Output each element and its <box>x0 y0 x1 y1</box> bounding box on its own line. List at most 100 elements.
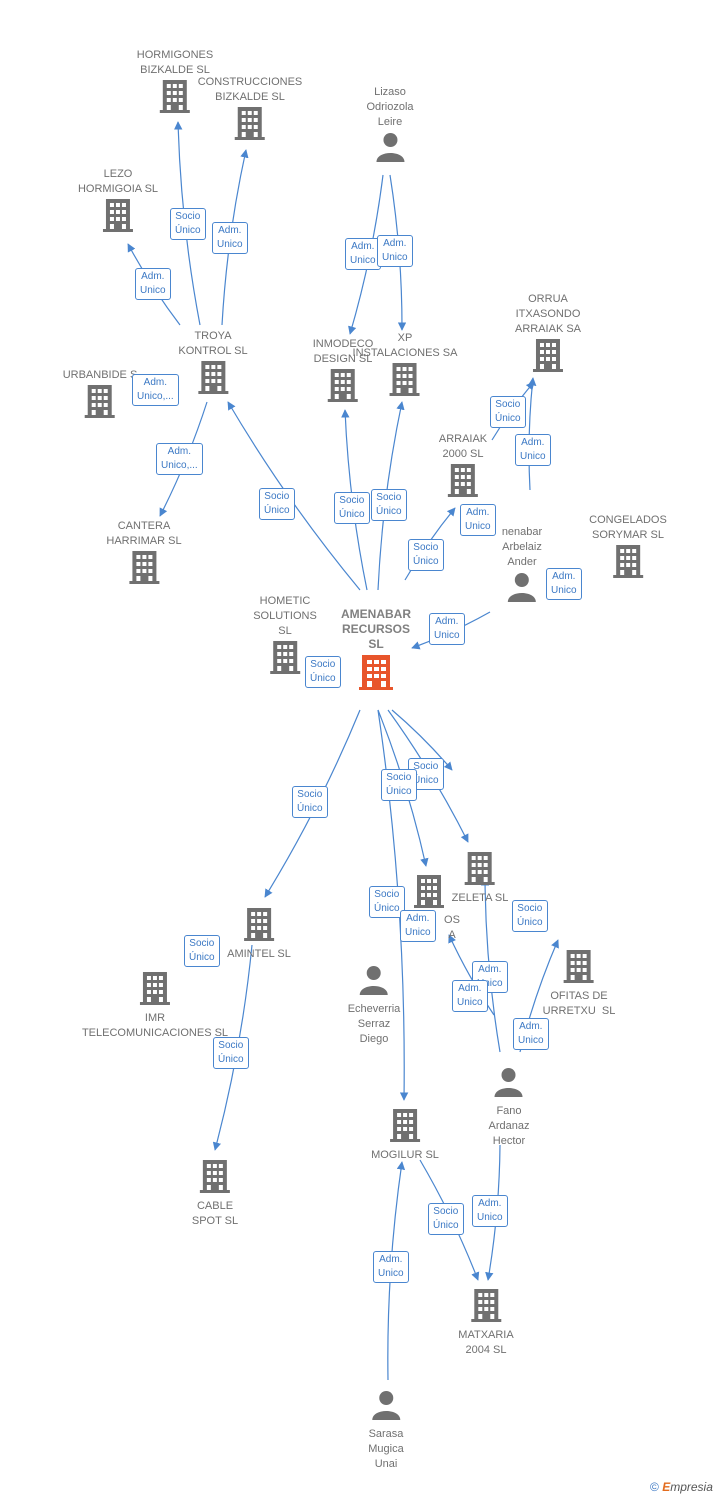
relation-badge[interactable]: Socio Único <box>184 935 220 967</box>
relation-badge[interactable]: Socio Único <box>259 488 295 520</box>
node-troya-kontrol[interactable]: TROYA KONTROL SL <box>178 329 248 400</box>
relation-badge[interactable]: Adm. Unico,... <box>132 374 179 406</box>
relation-badge[interactable]: Adm. Unico <box>546 568 582 600</box>
node-hormigones-bizkalde[interactable]: HORMIGONES BIZKALDE SL <box>137 48 213 119</box>
relation-badge[interactable]: Socio Único <box>305 656 341 688</box>
node-label: Fano Ardanaz Hector <box>488 1105 530 1147</box>
node-label: HORMIGONES BIZKALDE SL <box>136 49 214 76</box>
brand-footer[interactable]: © Empresia <box>650 1480 713 1494</box>
node-fano-ardanaz[interactable]: Fano Ardanaz Hector <box>488 1065 530 1149</box>
brand-logo-text: mpresia <box>670 1480 713 1494</box>
node-label: URBANBIDE S <box>62 369 138 381</box>
node-label: Echeverria Serraz Diego <box>347 1003 401 1045</box>
node-imr-telecom[interactable]: IMR TELECOMUNICACIONES SL <box>82 970 228 1041</box>
node-echeverria[interactable]: Echeverria Serraz Diego <box>347 963 401 1047</box>
node-lizaso[interactable]: Lizaso Odriozola Leire <box>366 85 414 169</box>
brand-logo-initial: E <box>662 1480 671 1494</box>
building-icon <box>389 1109 420 1142</box>
node-hometic[interactable]: HOMETIC SOLUTIONS SL <box>253 594 317 680</box>
node-construcciones-bizkalde[interactable]: CONSTRUCCIONES BIZKALDE SL <box>197 75 303 146</box>
building-icon <box>470 1289 501 1322</box>
node-urbanbide[interactable]: URBANBIDE S <box>62 368 138 424</box>
node-label: ORRUA ITXASONDO ARRAIAK SA <box>514 293 582 335</box>
node-ofitas-urretxu[interactable]: OFITAS DE URRETXU SL <box>542 948 616 1019</box>
relation-badge[interactable]: Socio Único <box>490 396 526 428</box>
person-icon <box>508 573 536 602</box>
node-congelados-sorymar[interactable]: CONGELADOS SORYMAR SL <box>589 513 667 584</box>
relation-badge[interactable]: Adm. Unico <box>429 613 465 645</box>
node-sarasa-mugica[interactable]: Sarasa Mugica Unai <box>368 1388 404 1472</box>
node-label: AMINTEL SL <box>227 948 291 960</box>
relation-badge[interactable]: Socio Único <box>292 786 328 818</box>
node-cable-spot[interactable]: CABLE SPOT SL <box>192 1158 238 1229</box>
node-label: CONGELADOS SORYMAR SL <box>589 514 667 541</box>
building-icon <box>234 107 265 140</box>
building-icon <box>390 363 420 396</box>
node-amenabar-recursos[interactable]: AMENABAR RECURSOS SL <box>341 607 411 697</box>
building-icon <box>160 80 190 113</box>
relation-badge[interactable]: Adm. Unico <box>373 1251 409 1283</box>
node-label: nenabar Arbelaiz Ander <box>501 526 543 568</box>
relation-badge[interactable]: Socio Único <box>213 1037 249 1069</box>
relation-badge[interactable]: Adm. Unico <box>460 504 496 536</box>
relation-badge[interactable]: Adm. Unico <box>452 980 488 1012</box>
node-zeleta[interactable]: ZELETA SL <box>452 850 508 906</box>
node-label: OFITAS DE URRETXU SL <box>542 990 616 1017</box>
node-xp-instalaciones[interactable]: XP INSTALACIONES SA <box>352 331 458 402</box>
node-label: INMODECO DESIGN SL <box>312 338 374 365</box>
node-label: TROYA KONTROL SL <box>178 330 248 357</box>
building-icon <box>140 972 170 1005</box>
node-label: CANTERA HARRIMAR SL <box>106 520 182 547</box>
relation-badge[interactable]: Socio Único <box>512 900 548 932</box>
relation-badge[interactable]: Adm. Unico <box>515 434 551 466</box>
building-icon <box>564 950 594 983</box>
building-icon <box>102 199 133 232</box>
node-inmodeco[interactable]: INMODECO DESIGN SL <box>312 337 374 408</box>
relation-badge[interactable]: Socio Único <box>381 769 417 801</box>
node-label: OS A <box>444 914 460 941</box>
node-label: MOGILUR SL <box>371 1149 439 1161</box>
building-icon <box>199 1160 230 1193</box>
relation-badge[interactable]: Socio Único <box>408 758 444 790</box>
relation-badge[interactable]: Adm. Unico <box>400 910 436 942</box>
building-icon <box>533 339 563 372</box>
relation-badge[interactable]: Adm. Unico <box>212 222 248 254</box>
node-orrua[interactable]: ORRUA ITXASONDO ARRAIAK SA <box>515 292 581 378</box>
person-icon <box>375 133 404 162</box>
node-mogilur[interactable]: MOGILUR SL <box>371 1107 439 1163</box>
node-label: LEZO HORMIGOIA SL <box>77 168 159 195</box>
building-icon <box>465 852 495 885</box>
node-arraiak-2000[interactable]: ARRAIAK 2000 SL <box>439 432 487 503</box>
node-label: XP INSTALACIONES SA <box>352 332 458 359</box>
relation-badge[interactable]: Adm. Unico <box>135 268 171 300</box>
relation-badge[interactable]: Socio Único <box>369 886 405 918</box>
node-label: CABLE SPOT SL <box>191 1200 239 1227</box>
building-icon <box>244 908 274 941</box>
node-label: AMENABAR RECURSOS SL <box>341 607 411 651</box>
relation-badge[interactable]: Socio Único <box>408 539 444 571</box>
node-amenabar-arbelaiz[interactable]: nenabar Arbelaiz Ander <box>502 525 542 609</box>
building-icon <box>359 655 393 690</box>
building-icon <box>84 385 115 418</box>
node-cantera-harrimar[interactable]: CANTERA HARRIMAR SL <box>106 519 182 590</box>
relation-badge[interactable]: Adm. Unico <box>345 238 381 270</box>
node-os-a[interactable] <box>413 873 445 914</box>
relation-badge[interactable]: Adm. Unico,... <box>156 443 203 475</box>
relation-badge[interactable]: Adm. Unico <box>472 1195 508 1227</box>
copyright-icon: © <box>650 1480 659 1494</box>
node-lezo-hormigoia[interactable]: LEZO HORMIGOIA SL <box>78 167 158 238</box>
node-amintel[interactable]: AMINTEL SL <box>227 906 291 962</box>
relation-badge[interactable]: Socio Único <box>428 1203 464 1235</box>
building-icon <box>414 875 444 908</box>
relation-badge[interactable]: Socio Único <box>371 489 407 521</box>
relation-badge[interactable]: Socio Único <box>334 492 370 524</box>
node-label: CONSTRUCCIONES BIZKALDE SL <box>197 76 303 103</box>
relation-badge[interactable]: Adm. Unico <box>513 1018 549 1050</box>
person-icon <box>494 1068 523 1097</box>
node-matxaria[interactable]: MATXARIA 2004 SL <box>458 1287 514 1358</box>
relation-badge[interactable]: Adm. Unico <box>377 235 413 267</box>
building-icon <box>269 641 300 674</box>
relation-badge[interactable]: Socio Único <box>170 208 206 240</box>
node-label: IMR TELECOMUNICACIONES SL <box>81 1012 229 1039</box>
building-icon <box>198 361 228 394</box>
